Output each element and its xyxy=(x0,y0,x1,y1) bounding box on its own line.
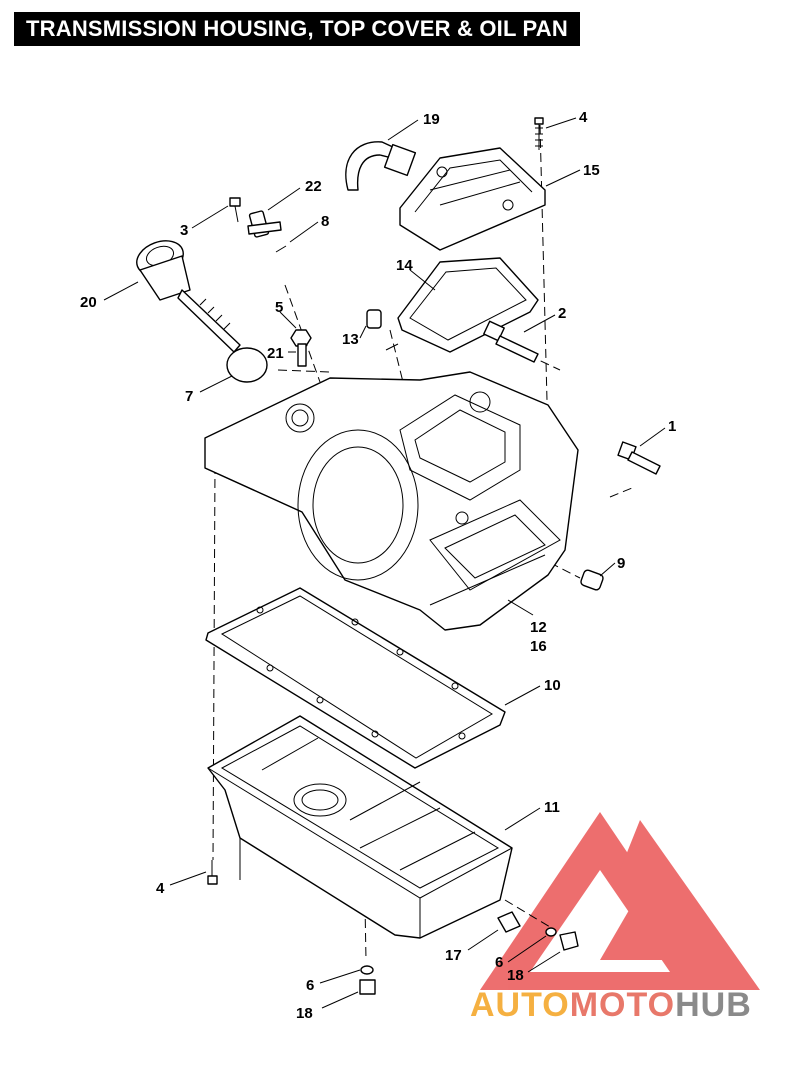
callout-19: 19 xyxy=(423,111,440,128)
callout-7: 7 xyxy=(185,388,193,405)
callout-9: 9 xyxy=(617,555,625,572)
callout-21: 21 xyxy=(267,345,284,362)
callout-14: 14 xyxy=(396,257,413,274)
callout-15: 15 xyxy=(583,162,600,179)
bolt-1-part xyxy=(617,441,661,475)
leader-lines xyxy=(103,117,666,1009)
bolt-top-part xyxy=(534,117,544,150)
top-cover-gasket-part xyxy=(397,257,539,353)
oil-pan-part xyxy=(207,715,513,939)
watermark-hub: HUB xyxy=(675,986,752,1024)
dipstick-part xyxy=(136,240,241,353)
transmission-housing-part xyxy=(204,371,579,631)
callout-12: 12 xyxy=(530,619,547,636)
diagram-title: TRANSMISSION HOUSING, TOP COVER & OIL PA… xyxy=(14,12,580,46)
nut-stud-part xyxy=(290,329,312,367)
callout-5: 5 xyxy=(275,299,283,316)
callout-18-right: 18 xyxy=(507,967,524,984)
callout-22: 22 xyxy=(305,178,322,195)
callout-13: 13 xyxy=(342,331,359,348)
o-ring-part xyxy=(226,347,268,383)
vent-hose-part xyxy=(345,141,417,191)
callout-labels: 19 4 15 22 3 8 14 20 5 2 13 21 7 1 9 12 … xyxy=(80,109,676,1022)
watermark-moto: MOTO xyxy=(570,986,675,1024)
callout-2: 2 xyxy=(558,305,566,322)
callout-4-bottom: 4 xyxy=(156,880,165,897)
watermark-text: AUTOMOTOHUB xyxy=(470,986,752,1024)
vent-fitting-part xyxy=(229,197,287,253)
top-cover-part xyxy=(399,147,546,251)
callout-10: 10 xyxy=(544,677,561,694)
callout-3: 3 xyxy=(180,222,188,239)
dowel-part xyxy=(580,569,604,591)
drain-plug-part xyxy=(359,911,579,995)
watermark-logo-icon xyxy=(480,812,760,990)
callout-20: 20 xyxy=(80,294,97,311)
bolt-bottom-part xyxy=(207,860,218,885)
callout-1: 1 xyxy=(668,418,676,435)
callout-17: 17 xyxy=(445,947,462,964)
watermark-auto: AUTO xyxy=(470,986,570,1024)
callout-18-bottom: 18 xyxy=(296,1005,313,1022)
oil-pan-gasket-part xyxy=(205,587,506,769)
callout-8: 8 xyxy=(321,213,329,230)
callout-4-top: 4 xyxy=(579,109,588,126)
callout-16: 16 xyxy=(530,638,547,655)
callout-6-right: 6 xyxy=(495,954,503,971)
callout-6-bottom: 6 xyxy=(306,977,314,994)
sensor-part xyxy=(366,309,399,351)
bolt-2-part xyxy=(483,320,539,363)
callout-11: 11 xyxy=(544,799,560,816)
